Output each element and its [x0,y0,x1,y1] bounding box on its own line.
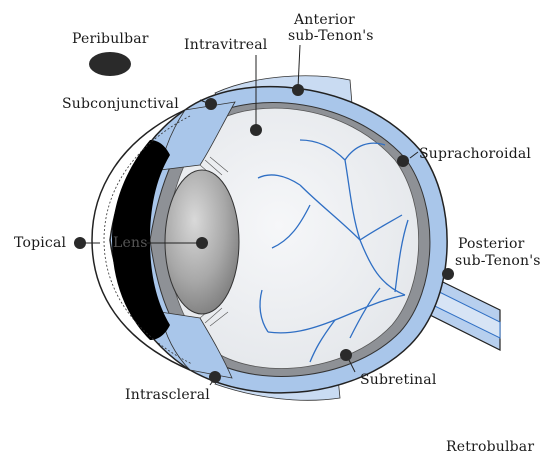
topical-label: Topical [14,235,66,251]
subretinal-label: Subretinal [360,372,437,388]
posterior-subtenons-label-line2: sub-Tenon's [455,253,541,270]
anterior-subtenons-dot [292,84,304,96]
anterior-subtenons-label-line2: sub-Tenon's [288,28,374,45]
subconjunctival-label: Subconjunctival [62,96,179,112]
intravitreal-dot [250,124,262,136]
subretinal-dot [340,349,352,361]
posterior-subtenons-label-line1: Posterior [458,236,524,253]
lens-dot [196,237,208,249]
intrascleral-label: Intrascleral [125,387,210,403]
topical-dot [74,237,86,249]
posterior-subtenons-dot [442,268,454,280]
suprachoroidal-dot [397,155,409,167]
intrascleral-dot [209,371,221,383]
peribulbar-dot [89,52,131,76]
lens-label: Lens [113,235,148,251]
anterior-subtenons-label-line1: Anterior [294,12,355,29]
intravitreal-label: Intravitreal [184,37,267,53]
peribulbar-label: Peribulbar [72,31,149,47]
subconjunctival-dot [205,98,217,110]
suprachoroidal-label: Suprachoroidal [419,146,531,162]
